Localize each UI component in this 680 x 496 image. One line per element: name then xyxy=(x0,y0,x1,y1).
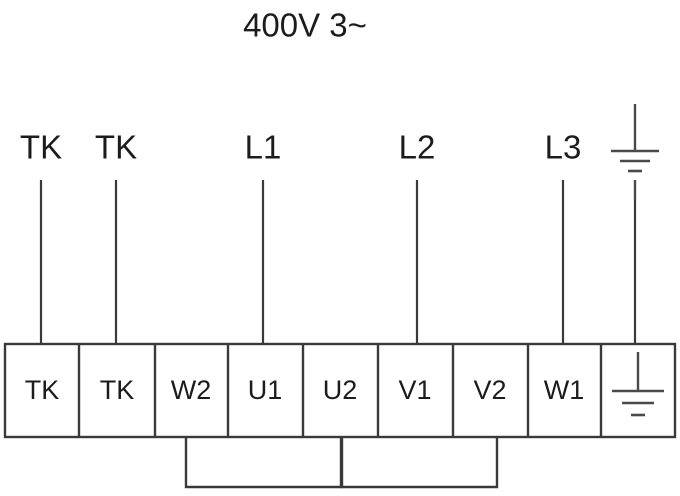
page-title: 400V 3~ xyxy=(243,7,367,44)
jumper-w2-u2 xyxy=(184,437,343,489)
earth-ground-icon-terminal xyxy=(612,352,664,417)
terminal-cell-tk-2: TK xyxy=(100,375,135,405)
earth-ground-icon-top xyxy=(611,104,659,200)
terminal-cell-w2: W2 xyxy=(171,375,212,405)
terminal-cell-w1: W1 xyxy=(544,375,585,405)
terminal-cell-v2: V2 xyxy=(473,375,506,405)
jumper-u2-v2 xyxy=(340,437,499,489)
supply-label-l1: L1 xyxy=(245,129,282,166)
terminal-cell-v1: V1 xyxy=(398,375,431,405)
terminal-cell-u1: U1 xyxy=(248,375,283,405)
supply-label-l3: L3 xyxy=(545,129,582,166)
terminal-cell-tk-1: TK xyxy=(25,375,60,405)
supply-label-tk-right: TK xyxy=(95,129,137,166)
supply-label-tk-left: TK xyxy=(20,129,62,166)
supply-label-l2: L2 xyxy=(399,129,436,166)
terminal-block-outline xyxy=(3,342,677,439)
terminal-cell-u2: U2 xyxy=(323,375,358,405)
